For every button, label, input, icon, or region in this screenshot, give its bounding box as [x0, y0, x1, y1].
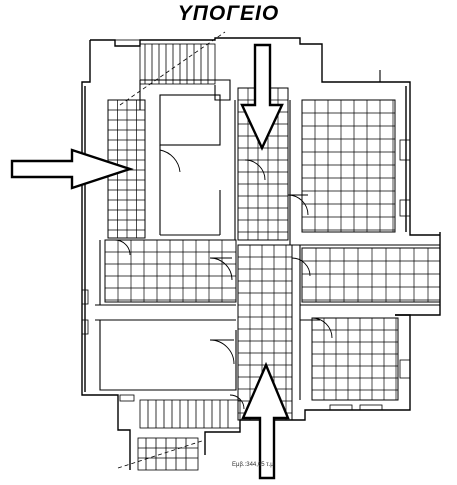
- tile-grid: [311, 317, 399, 401]
- windows: [81, 39, 411, 411]
- staircase: [119, 31, 226, 106]
- area-label: Εμβ.:344,65 τ.μ: [232, 462, 274, 468]
- tile-grid: [301, 99, 396, 233]
- plan-title: ΥΠΟΓΕΙΟ: [177, 2, 280, 25]
- arrow-down-icon: [240, 43, 284, 151]
- tile-grids: [104, 87, 441, 421]
- lower-staircase: [117, 399, 241, 471]
- arrow-up-icon: [241, 361, 290, 480]
- tile-grid: [301, 247, 441, 303]
- tile-grid: [104, 239, 237, 303]
- arrow-right-icon: [10, 148, 134, 190]
